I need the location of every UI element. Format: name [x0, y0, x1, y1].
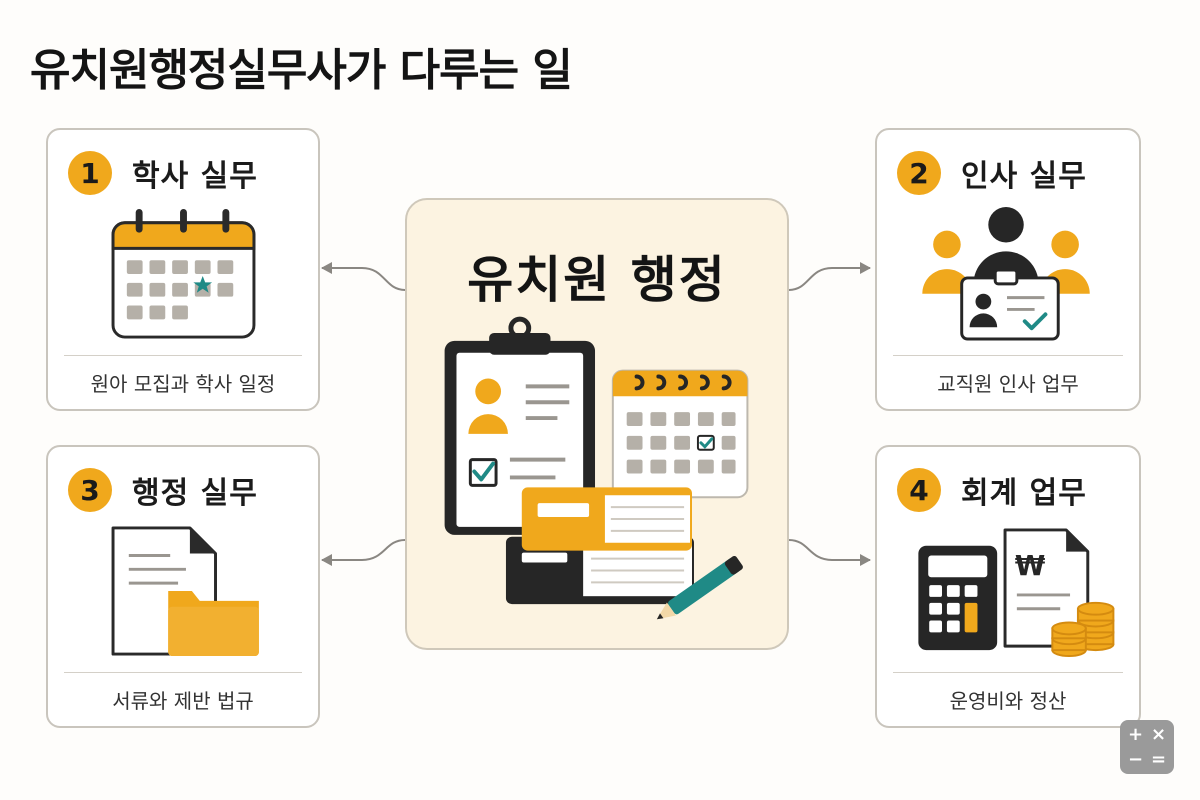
- calculator-icon: [918, 545, 998, 651]
- card-divider: [893, 672, 1123, 673]
- checkmark-icon: [472, 461, 496, 482]
- card-number: 2: [897, 151, 941, 195]
- calendar-star-icon: [111, 208, 256, 339]
- page-title: 유치원행정실무사가 다루는 일: [30, 45, 573, 96]
- card-caption: 운영비와 정산: [949, 689, 1067, 713]
- card-accounting: 4 회계 업무 ₩ 운영비와 정산: [875, 445, 1141, 728]
- staff-id-card-icon: [922, 207, 1090, 341]
- administration-illustration: [444, 316, 749, 620]
- binders-icon: [505, 487, 694, 605]
- arrow-to-card-4: [788, 539, 871, 566]
- card-title: 인사 실무: [961, 159, 1087, 194]
- card-administration: 3 행정 실무 서류와 제반 법규: [46, 445, 320, 728]
- document-icon: ₩: [1003, 528, 1090, 648]
- arrow-to-card-2: [788, 262, 871, 291]
- card-caption: 원아 모집과 학사 일정: [90, 372, 276, 396]
- star-icon: [193, 275, 213, 293]
- minus-icon: −: [1127, 749, 1144, 770]
- arrow-to-card-3: [321, 539, 406, 566]
- card-title: 행정 실무: [132, 476, 258, 511]
- card-academic: 1 학사 실무 원아 모집과 학사 일정: [46, 128, 320, 411]
- equals-icon: =: [1150, 749, 1167, 770]
- coins-icon: [1051, 601, 1115, 657]
- card-personnel: 2 인사 실무 교직원 인사 업무: [875, 128, 1141, 411]
- won-sign: ₩: [1015, 549, 1045, 582]
- card-number: 1: [68, 151, 112, 195]
- calculator-widget-button[interactable]: + × − =: [1120, 720, 1174, 774]
- card-caption: 교직원 인사 업무: [937, 372, 1079, 396]
- card-divider: [893, 355, 1123, 356]
- times-icon: ×: [1150, 724, 1167, 745]
- calendar-icon: [611, 369, 749, 499]
- card-caption: 서류와 제반 법규: [112, 689, 254, 713]
- card-number: 4: [897, 468, 941, 512]
- center-hub: 유치원 행정: [405, 198, 789, 650]
- pencil-icon: [656, 555, 743, 620]
- plus-icon: +: [1127, 724, 1144, 745]
- clipboard-icon: [444, 316, 596, 535]
- document-folder-icon: [111, 526, 259, 657]
- center-title: 유치원 행정: [467, 251, 727, 309]
- card-divider: [64, 672, 302, 673]
- calculator-won-coins-icon: ₩: [918, 528, 1115, 657]
- card-number: 3: [68, 468, 112, 512]
- card-title: 회계 업무: [961, 476, 1087, 511]
- card-title: 학사 실무: [132, 159, 258, 194]
- arrow-to-card-1: [321, 262, 406, 291]
- card-divider: [64, 355, 302, 356]
